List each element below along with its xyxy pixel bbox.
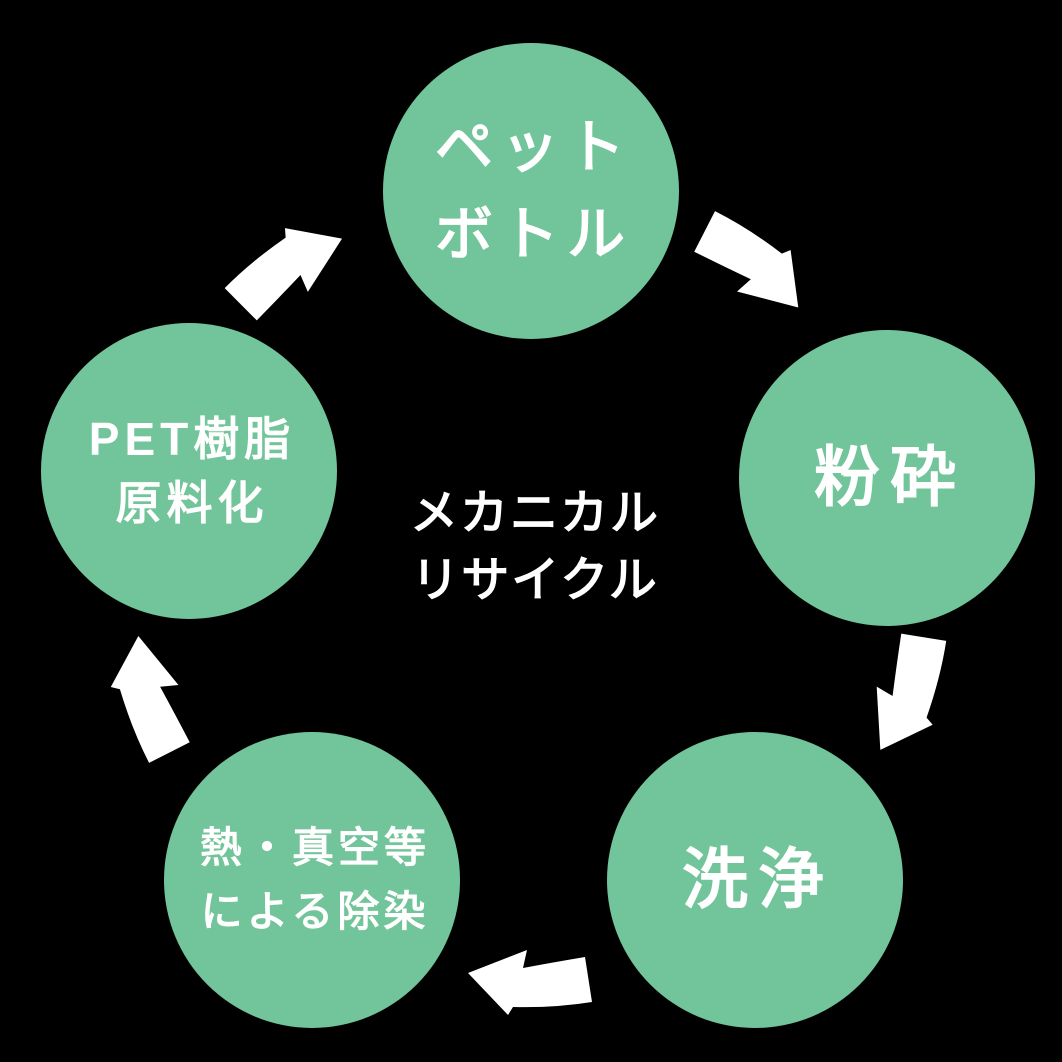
- step-circle-pet-bottle: ペット ボトル: [383, 43, 679, 339]
- step-label-washing: 洗浄: [682, 842, 834, 917]
- flow-arrow-right-icon: [858, 624, 959, 763]
- flow-arrow-bottom-icon: [468, 950, 592, 1015]
- step-label-crushing: 粉砕: [814, 440, 966, 515]
- step-circle-crushing: 粉砕: [739, 330, 1035, 626]
- flow-arrow-top-left-icon: [217, 204, 356, 331]
- step-circle-pet-resin-raw-material: PET樹脂 原料化: [41, 323, 337, 619]
- diagram-title: メカニカル リサイクル: [409, 487, 660, 608]
- step-label-pet-resin-raw-material: PET樹脂 原料化: [88, 412, 296, 529]
- step-label-pet-bottle: ペット ボトル: [434, 115, 633, 267]
- step-circle-washing: 洗浄: [607, 732, 903, 1028]
- flow-arrow-left-icon: [98, 628, 199, 767]
- step-circle-decontamination: 熱・真空等 による除染: [164, 732, 460, 1028]
- step-label-decontamination: 熱・真空等 による除染: [199, 824, 430, 935]
- flow-arrow-top-right-icon: [684, 200, 823, 327]
